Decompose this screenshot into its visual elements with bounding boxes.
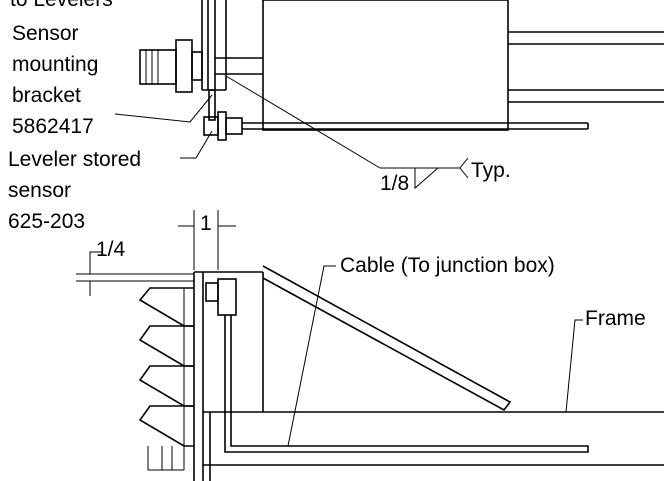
- sensor-label-line-1: Leveler stored: [8, 148, 141, 171]
- top-sensor-flange: [217, 111, 227, 141]
- bottom-sensor-body: [217, 278, 237, 316]
- cable-leader: [287, 265, 336, 447]
- frame-label: Frame: [585, 307, 646, 330]
- bracket-label-line-2: mounting: [12, 53, 98, 76]
- weld-leader: [225, 75, 381, 169]
- weld-size-label: 1/8: [380, 172, 409, 195]
- cable-label: Cable (To junction box): [340, 254, 555, 277]
- top-housing: [262, 0, 509, 131]
- sensor-label-line-2: sensor: [8, 179, 71, 202]
- bottom-cable: [224, 315, 589, 453]
- bumper-block-4: [138, 405, 194, 447]
- bottom-view-assembly: 1 1/4 Cable (To junction: [76, 210, 664, 481]
- bumper-block-1: [138, 287, 194, 327]
- dim-one-label: 1: [200, 212, 212, 235]
- bottom-diagonal-brace: [262, 265, 512, 412]
- bracket-label-line-3: bracket: [12, 84, 81, 107]
- top-sensor-body: [225, 117, 243, 135]
- sensor-leader: [180, 130, 213, 159]
- top-view-assembly: [139, 0, 664, 141]
- weld-symbol: [414, 167, 439, 190]
- top-sensor-bracket-stem: [208, 89, 216, 121]
- dim-quarter-leader: [89, 251, 103, 274]
- frame-leader: [565, 319, 583, 413]
- top-bumper-flange: [175, 39, 193, 93]
- dim-quarter-label: 1/4: [96, 238, 126, 261]
- sensor-label-line-3: 625-203: [8, 210, 85, 233]
- bracket-label-line-4: 5862417: [12, 115, 94, 138]
- bumper-block-3: [138, 365, 194, 407]
- top-leaders: [114, 75, 469, 190]
- weld-tail: [459, 157, 469, 179]
- weld-typ-label: Typ.: [471, 159, 511, 182]
- top-bumper-collar: [191, 51, 203, 81]
- bumper-block-2: [138, 325, 194, 367]
- bracket-label-line-1: Sensor: [12, 22, 79, 45]
- bottom-sensor-nut: [205, 282, 219, 302]
- bracket-leader: [114, 94, 213, 123]
